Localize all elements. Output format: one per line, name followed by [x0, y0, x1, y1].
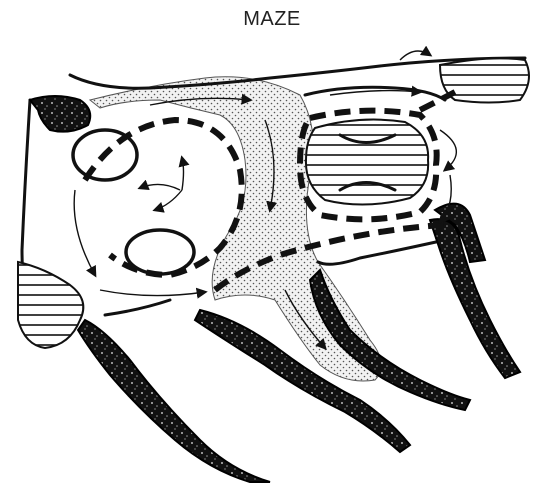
flow-arrow-center-3	[155, 190, 182, 210]
flow-arrow-right-top	[330, 91, 420, 95]
flow-arrow-right-loop	[440, 130, 456, 170]
flow-arrow-left-down	[74, 190, 95, 275]
flow-arrow-center-1	[140, 184, 180, 190]
svc-vessel	[30, 96, 90, 132]
flow-arrow-center-2	[182, 158, 184, 190]
flow-arrow-top-right	[400, 51, 430, 60]
right-appendage	[18, 262, 83, 348]
flow-arrow-bottom	[100, 290, 205, 296]
mitral-region	[306, 120, 428, 205]
